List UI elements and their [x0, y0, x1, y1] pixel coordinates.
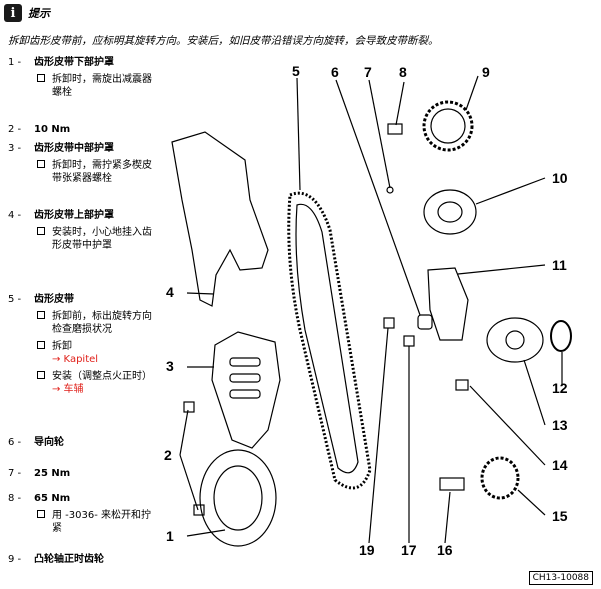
- square-bullet-icon: [37, 227, 45, 235]
- legend-subitem-text: 安装时，小心地挂入齿形皮带中护罩: [52, 227, 152, 251]
- legend-item: 9 - 凸轮轴正时齿轮: [8, 553, 156, 566]
- legend-subitem: 拆卸时，需拧紧多楔皮带张紧器螺栓: [37, 159, 156, 185]
- legend-number: 2 -: [8, 124, 22, 135]
- legend-subitem-text: 安装（调整点火正时）: [52, 371, 152, 382]
- legend-link[interactable]: → Kapitel: [52, 354, 99, 365]
- callout-1: 1: [166, 528, 174, 544]
- legend-link[interactable]: → 车辅: [52, 384, 84, 395]
- legend-item: 5 - 齿形皮带拆卸前，标出旋转方向检查磨损状况拆卸 → Kapitel 安装（调整点…: [8, 293, 156, 396]
- legend-subitem: 拆卸时，需旋出减震器螺栓: [37, 73, 156, 99]
- tensioner-roller: [423, 189, 477, 235]
- legend-subitem-text: 拆卸时，需旋出减震器螺栓: [52, 74, 152, 98]
- legend-number: 8 -: [8, 493, 22, 504]
- callout-7: 7: [364, 64, 372, 80]
- legend-number: 4 -: [8, 210, 22, 221]
- legend-subitem: 拆卸前，标出旋转方向检查磨损状况: [37, 310, 156, 336]
- legend-item: 7 - 25 Nm: [8, 467, 156, 480]
- info-icon: i: [4, 4, 22, 22]
- callout-labels: 1 2 3 4 5 6 7 8 9 10 11 12 13 14 15 16 1…: [164, 63, 568, 558]
- callout-2: 2: [164, 447, 172, 463]
- legend-item: 1 - 齿形皮带下部护罩拆卸时，需旋出减震器螺栓: [8, 56, 156, 99]
- callout-16: 16: [437, 542, 453, 558]
- legend-label: 导向轮: [34, 437, 64, 448]
- legend-subitem: 拆卸 → Kapitel: [37, 340, 156, 366]
- legend-item: 6 - 导向轮: [8, 436, 156, 449]
- square-bullet-icon: [37, 311, 45, 319]
- square-bullet-icon: [37, 510, 45, 518]
- middle-cover: [211, 331, 281, 449]
- callout-12: 12: [552, 380, 568, 396]
- callout-9: 9: [482, 64, 490, 80]
- legend-label: 齿形皮带中部护罩: [34, 143, 114, 154]
- legend-label: 齿形皮带: [34, 294, 74, 305]
- legend-item: 4 - 齿形皮带上部护罩安装时，小心地挂入齿形皮带中护罩: [8, 209, 156, 252]
- callout-15: 15: [552, 508, 568, 524]
- legend-number: 9 -: [8, 554, 22, 565]
- water-pump: [486, 317, 544, 363]
- legend-label: 65 Nm: [34, 493, 71, 504]
- legend-label: 25 Nm: [34, 468, 71, 479]
- camshaft-gear: [422, 100, 474, 152]
- legend-label: 齿形皮带上部护罩: [34, 210, 114, 221]
- legend-number: 6 -: [8, 437, 22, 448]
- legend-subitem: 安装时，小心地挂入齿形皮带中护罩: [37, 226, 156, 252]
- callout-5: 5: [292, 63, 300, 79]
- legend-subitem: 安装（调整点火正时） → 车辅: [37, 370, 156, 396]
- bracket: [427, 267, 469, 341]
- callout-6: 6: [331, 64, 339, 80]
- callout-4: 4: [166, 284, 174, 300]
- timing-belt: [287, 191, 372, 490]
- note-text: 拆卸齿形皮带前，应标明其旋转方向。安装后，如旧皮带沿错误方向旋转，会导致皮带断裂…: [8, 35, 439, 47]
- callout-17: 17: [401, 542, 417, 558]
- square-bullet-icon: [37, 160, 45, 168]
- legend-number: 7 -: [8, 468, 22, 479]
- legend-label: 10 Nm: [34, 124, 71, 135]
- callout-13: 13: [552, 417, 568, 433]
- legend-subitem: 用 -3036- 来松开和拧紧: [37, 509, 156, 535]
- callout-14: 14: [552, 457, 568, 473]
- note-header: i 提示: [4, 4, 50, 22]
- callout-11: 11: [552, 257, 567, 273]
- crankshaft-gear: [480, 456, 520, 500]
- callout-10: 10: [552, 170, 568, 186]
- legend-number: 5 -: [8, 294, 22, 305]
- legend-item: 2 - 10 Nm: [8, 123, 156, 136]
- legend-label: 齿形皮带下部护罩: [34, 57, 114, 68]
- legend-subitem-text: 用 -3036- 来松开和拧紧: [52, 510, 152, 534]
- callout-19: 19: [359, 542, 375, 558]
- legend-item: 3 - 齿形皮带中部护罩拆卸时，需拧紧多楔皮带张紧器螺栓: [8, 142, 156, 185]
- lower-cover: [199, 449, 277, 547]
- square-bullet-icon: [37, 341, 45, 349]
- legend-number: 1 -: [8, 57, 22, 68]
- o-ring: [550, 320, 572, 352]
- note-title: 提示: [28, 7, 50, 20]
- legend-subitem-text: 拆卸前，标出旋转方向检查磨损状况: [52, 311, 152, 335]
- callout-8: 8: [399, 64, 407, 80]
- upper-cover: [171, 131, 269, 307]
- square-bullet-icon: [37, 74, 45, 82]
- legend-number: 3 -: [8, 143, 22, 154]
- legend-subitem-text: 拆卸时，需拧紧多楔皮带张紧器螺栓: [52, 160, 152, 184]
- square-bullet-icon: [37, 371, 45, 379]
- legend-label: 凸轮轴正时齿轮: [34, 554, 104, 565]
- figure-reference: CH13-10088: [528, 571, 593, 585]
- legend-item: 8 - 65 Nm 用 -3036- 来松开和拧紧: [8, 492, 156, 535]
- legend-subitem-text: 拆卸: [52, 341, 72, 352]
- callout-3: 3: [166, 358, 174, 374]
